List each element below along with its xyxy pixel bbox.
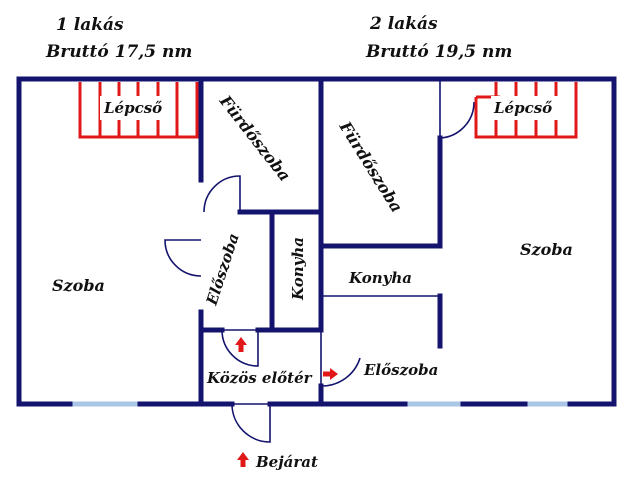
door-hall1	[221, 329, 259, 367]
door-stairs2	[439, 79, 475, 139]
arrow-right-icon	[323, 368, 338, 380]
stairs2	[474, 82, 578, 139]
hall1-label: Előszoba	[202, 231, 242, 308]
arrows	[235, 337, 338, 467]
common-hall-label: Közös előtér	[206, 369, 313, 387]
bathroom2-label: Fürdőszoba	[335, 117, 406, 216]
door-room1	[164, 239, 202, 277]
apartment1-title: 1 lakás	[56, 15, 124, 35]
bathroom1-label: Fürdőszoba	[215, 91, 294, 185]
entrance-label: Bejárat	[255, 453, 318, 471]
stairs1-label-bg	[100, 96, 162, 120]
kitchen1-label: Konyha	[289, 237, 307, 301]
doors	[164, 79, 475, 443]
apartment1-area: Bruttó 17,5 nm	[45, 42, 192, 62]
arrow-up-entrance-icon	[237, 452, 249, 467]
apartment2-area: Bruttó 19,5 nm	[365, 42, 512, 62]
door-bathroom1	[203, 175, 241, 213]
door-hall2	[320, 330, 361, 387]
room1-label: Szoba	[52, 276, 105, 295]
kitchen2-label: Konyha	[348, 269, 412, 287]
room2-label: Szoba	[520, 240, 573, 259]
stairs1-label: Lépcső	[103, 99, 162, 117]
walls	[16, 76, 617, 407]
door-entrance	[231, 403, 271, 443]
arrow-up-icon	[235, 337, 247, 352]
stairs2-label-bg	[491, 96, 559, 120]
apartment2-title: 2 lakás	[369, 14, 438, 34]
hall2-label: Előszoba	[363, 361, 438, 379]
stairs2-label: Lépcső	[493, 99, 552, 117]
